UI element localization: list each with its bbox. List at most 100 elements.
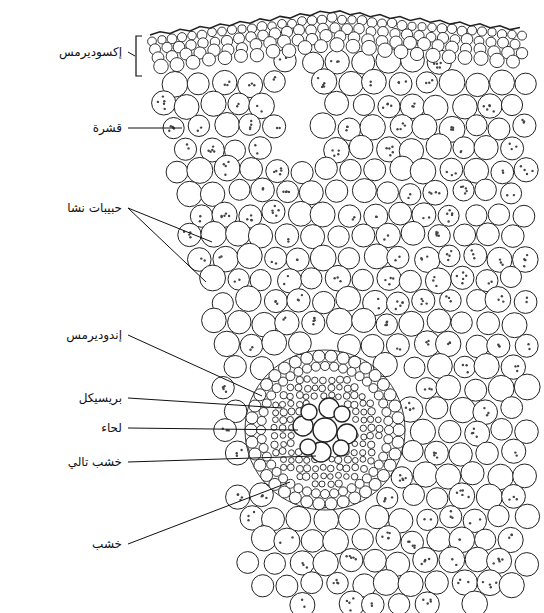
- starch-grain: [386, 103, 388, 105]
- starch-grain: [353, 216, 355, 218]
- starch-grain: [199, 220, 201, 222]
- cortex-cell: [490, 70, 515, 95]
- cortex-cell: [339, 509, 360, 530]
- cortex-cell: [465, 547, 490, 572]
- cortex-cell: [328, 226, 349, 247]
- cortex-cell: [264, 290, 287, 313]
- starch-grain: [508, 498, 510, 500]
- starch-grain: [280, 167, 282, 169]
- cortex-cell: [466, 205, 487, 226]
- phloem-cell: [305, 385, 312, 392]
- starch-grain: [335, 579, 337, 581]
- starch-grain: [287, 238, 289, 240]
- phloem-cell: [328, 474, 334, 480]
- pericycle-cell: [355, 479, 364, 488]
- phloem-cell: [287, 440, 294, 447]
- starch-grain: [526, 173, 528, 175]
- starch-grain: [275, 170, 277, 172]
- starch-grain: [265, 497, 267, 499]
- exodermis-cell: [338, 15, 347, 24]
- cortex-cell: [201, 221, 227, 247]
- cortex-cell: [475, 179, 497, 201]
- starch-grain: [493, 110, 495, 112]
- phloem-cell: [280, 409, 287, 416]
- starch-grain: [383, 500, 385, 502]
- starch-grain: [488, 282, 490, 284]
- exodermis-cell: [507, 55, 520, 68]
- starch-grain: [250, 219, 252, 221]
- pericycle-cell: [321, 362, 330, 371]
- starch-grain: [407, 541, 409, 543]
- starch-grain: [479, 518, 481, 520]
- starch-grain: [282, 191, 284, 193]
- starch-grain: [381, 536, 383, 538]
- exodermis-cell: [282, 44, 296, 58]
- phloem-cell: [353, 408, 360, 415]
- starch-grain: [465, 275, 467, 277]
- starch-grain: [241, 496, 243, 498]
- phloem-cell: [368, 408, 376, 416]
- starch-grain: [460, 150, 462, 152]
- starch-grain: [348, 602, 350, 604]
- phloem-cell: [335, 480, 342, 487]
- phloem-cell: [319, 481, 325, 487]
- phloem-cell: [351, 450, 357, 456]
- starch-grain: [490, 586, 492, 588]
- endodermis-cell: [392, 412, 404, 424]
- starch-grain: [391, 496, 393, 498]
- starch-grain: [285, 191, 287, 193]
- pericycle-cell: [379, 452, 388, 461]
- cortex-cell: [373, 570, 399, 596]
- starch-grain: [247, 519, 249, 521]
- endodermis-cell: [384, 389, 396, 401]
- starch-grain: [164, 108, 166, 110]
- pericycle-cell: [257, 416, 266, 425]
- starch-grain: [237, 494, 239, 496]
- starch-grain: [261, 494, 263, 496]
- cortex-cell: [264, 71, 286, 93]
- pericycle-cell: [339, 487, 348, 496]
- cortex-cell: [362, 69, 387, 94]
- cortex-cell: [502, 439, 526, 463]
- starch-grain: [502, 300, 504, 302]
- starch-grain: [238, 279, 240, 281]
- cortex-cell: [239, 114, 261, 136]
- cortex-cell: [364, 244, 389, 269]
- starch-grain: [495, 582, 497, 584]
- cortex-cell: [449, 483, 475, 509]
- cortex-cell: [262, 330, 287, 355]
- starch-grain: [411, 105, 413, 107]
- phloem-cell: [280, 392, 287, 399]
- starch-grain: [461, 494, 463, 496]
- cortex-cell: [515, 504, 539, 528]
- cortex-cell: [315, 157, 337, 179]
- starch-grain: [486, 108, 488, 110]
- starch-grain: [435, 191, 437, 193]
- starch-grain: [337, 582, 339, 584]
- cortex-cell: [491, 161, 514, 184]
- starch-grain: [509, 143, 511, 145]
- starch-grain: [448, 297, 450, 299]
- starch-grain: [482, 581, 484, 583]
- exodermis-cell: [477, 27, 486, 36]
- cortex-cell: [251, 178, 275, 202]
- starch-grain: [224, 174, 226, 176]
- starch-grain: [274, 301, 276, 303]
- phloem-cell: [336, 376, 343, 383]
- starch-grain: [375, 216, 377, 218]
- phloem-cell: [336, 394, 342, 400]
- cortex-cell: [366, 505, 389, 528]
- cortex-cell: [426, 134, 451, 159]
- starch-grain: [438, 235, 440, 237]
- starch-grain: [211, 149, 213, 151]
- cortex-cell: [453, 180, 474, 201]
- phloem-cell: [360, 456, 366, 462]
- starch-grain: [457, 582, 459, 584]
- cortex-cell: [513, 205, 535, 227]
- cortex-cell: [428, 225, 450, 247]
- starch-grain: [322, 84, 324, 86]
- cortex-cell: [474, 354, 499, 379]
- starch-grain: [220, 255, 222, 257]
- starch-grain: [390, 277, 392, 279]
- phloem-cell: [367, 400, 374, 407]
